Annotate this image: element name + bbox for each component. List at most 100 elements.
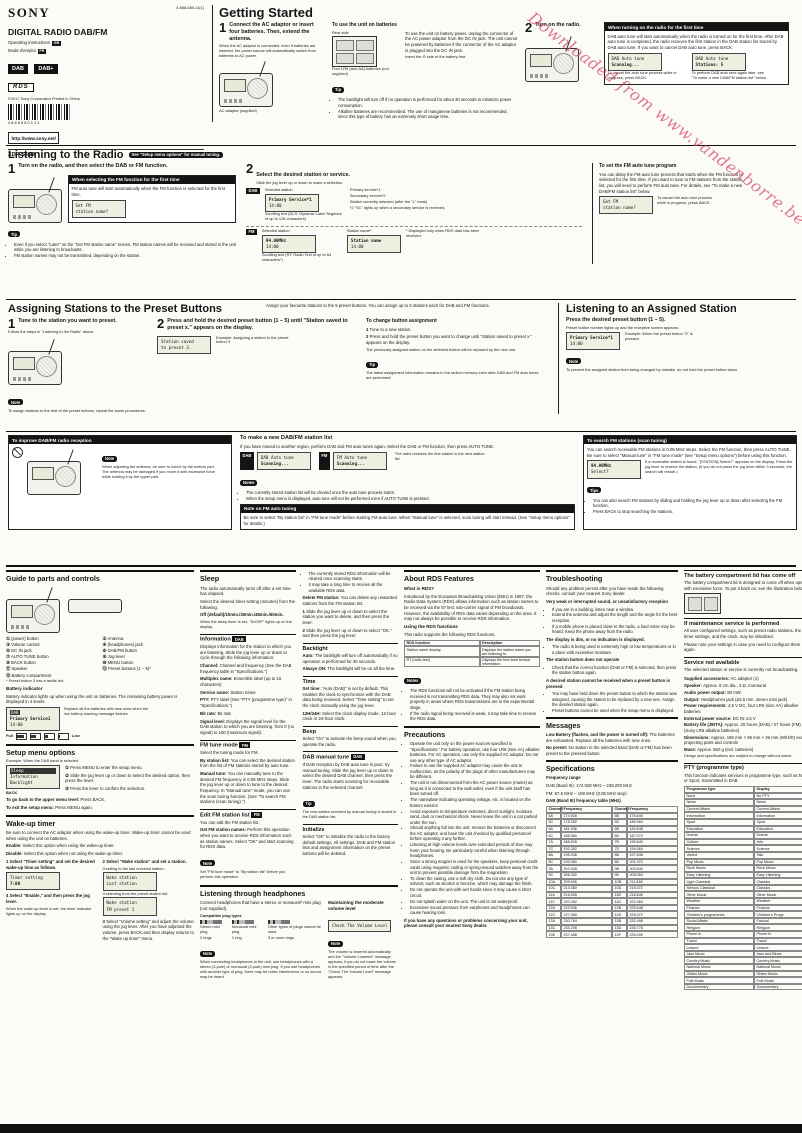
sleep-select: Select the desired timer setting (minute… <box>200 598 296 610</box>
step-number: 2 <box>246 161 254 176</box>
back-button-label: BACK <box>6 790 18 796</box>
battery-lid-illustration <box>684 593 721 615</box>
spec-details: Speaker: Approx. 8 cm dia., 4 Ω, monaura… <box>684 683 802 753</box>
section-assigning: Assigning Stations to the Preset Buttons… <box>8 303 548 414</box>
fm-scroll-caption: Scrolling text (RT: Radio Text of up to … <box>261 251 332 262</box>
setup-exit-note: Press MENU again. <box>55 804 93 810</box>
repeat-note: To assign stations to the rest of the pr… <box>8 407 146 413</box>
sleep-title: Sleep <box>200 570 296 583</box>
fm-autotune-paragraph: You can delay the FM auto tune process t… <box>599 171 743 194</box>
dab-tag: DAB <box>350 753 365 760</box>
step-number: 1 <box>8 316 16 331</box>
tips-list: Even if you select "Later" on the "Get F… <box>14 242 236 259</box>
rds-features-title: About RDS Features <box>404 570 540 583</box>
assigned-note: To prevent the assigned station from bei… <box>566 366 739 372</box>
rds-scan-notes: The currently stored RDS information wil… <box>309 571 399 593</box>
battery-indicator-title: Battery indicator <box>6 685 43 691</box>
battery-illustration <box>332 36 377 68</box>
battery-full-label: Full <box>6 732 13 738</box>
copyright: ©2017 Sony Corporation Printed in China <box>8 96 80 101</box>
barcode <box>8 103 70 120</box>
battery-low-label: Low <box>71 732 80 738</box>
delete-fm-desc: You can delete any unwanted stations fro… <box>302 595 397 606</box>
step-number: 2 <box>157 316 165 331</box>
change-step-1: Tune to a new station. <box>369 326 412 332</box>
sleep-indicator-note: When the sleep timer is set, "SLEEP" lig… <box>200 618 292 629</box>
dab-manual-tune-title: DAB manual tune <box>302 754 350 761</box>
tip-badge: Tip <box>8 231 21 238</box>
setup-back-note: Press BACK. <box>80 797 106 803</box>
fm-tag: FM <box>246 228 257 235</box>
three-rings-label: 3 or more rings <box>267 935 295 941</box>
station-name-caption: Station name* <box>346 227 372 233</box>
maintenance-paragraph-1: All user configured settings, such as pr… <box>684 628 802 640</box>
one-ring-label: 1 ring <box>231 935 242 941</box>
frequency-range-title: Frequency range <box>546 775 581 781</box>
change-step-2: Press and hold the preset button you wan… <box>366 334 532 345</box>
dabplus-logo: DAB+ <box>34 64 58 74</box>
wake-preset-caption: If selecting from the preset station lis… <box>102 890 168 896</box>
setup-step-3: Press the lever to confirm the selection… <box>70 786 146 792</box>
product-title: DIGITAL RADIO DAB/FM <box>8 27 108 37</box>
wake-intro: Be sure to connect the AC adaptor when u… <box>6 830 191 841</box>
rds-received-note: * Displayed only when RDS data has been … <box>405 227 480 238</box>
assigned-step: Press the desired preset button (1 – 5). <box>566 317 666 323</box>
lang-badge-fr: FR <box>37 49 46 54</box>
backlight-title: Backlight <box>302 643 398 652</box>
column-guide: Guide to parts and controls ① (power) bu… <box>6 570 194 1120</box>
dab-tag: DAB <box>240 452 254 471</box>
step-text: Select the desired station or service. <box>256 172 351 178</box>
parts-footnote: * Preset button 3 has a tactile dot. <box>6 677 65 683</box>
battery-level-icon <box>43 733 55 740</box>
tip-badge: Tip <box>332 86 345 93</box>
note-badge: Note <box>566 358 582 365</box>
secondary-service-caption: Secondary service*2 <box>349 192 386 198</box>
tip-badge: Tip <box>366 361 379 368</box>
station-selected-caption: Station currently selected (after the "L… <box>349 198 428 204</box>
tips-badge: Tips <box>587 487 602 494</box>
maintenance-title: If maintenance service is performed <box>684 618 802 627</box>
step-text: Press and hold the desired preset button… <box>167 318 348 331</box>
troubleshooting-intro: Should any problem persist after you hav… <box>546 585 664 597</box>
rear-side-label: Rear side <box>332 29 349 35</box>
mono-plug-label: Monaural mini plug <box>231 924 257 935</box>
delete-step-1: Slide the jog lever up or down to select… <box>302 608 390 625</box>
solutions-list: If you are in a building, listen near a … <box>552 607 678 635</box>
edit-fm-list-title: Edit FM station list <box>200 812 250 819</box>
step-text: Turn on the radio. <box>535 22 581 28</box>
symptom-station-button: The station button does not operate <box>546 657 620 663</box>
information-title: Information <box>200 636 231 643</box>
precautions-title: Precautions <box>404 725 540 739</box>
specifications-title: Specifications <box>546 759 678 773</box>
rds-logo: RDS <box>8 82 34 92</box>
dab-manual-tune-paragraph: If DAB reception by DAB auto tune is poo… <box>302 761 394 790</box>
new-list-title: To make a new DAB/FM station list <box>240 435 333 441</box>
column-right: The battery compartment lid has come off… <box>684 570 802 1120</box>
symptom-weak-sound: Very weak or interrupted sound, or unsat… <box>546 598 669 604</box>
edit-fm-paragraph: You can edit the FM station list. <box>200 819 260 825</box>
other-plugs-note: Other types of plugs cannot be used. <box>267 924 321 935</box>
first-time-paragraph: DAB auto tune will start automatically w… <box>607 33 784 50</box>
beep-title: Beep <box>302 726 398 735</box>
wake-step-3: Select "Volume setting" and adjust the v… <box>102 918 194 941</box>
assigned-example-caption: Example: When the preset button "3" is p… <box>625 330 693 341</box>
fm-tune-mode-title: FM tune mode <box>200 742 238 749</box>
radio-illustration <box>8 176 62 223</box>
battery-lid-paragraph: The battery compartment lid is designed … <box>684 580 802 591</box>
rds-notes-list: The RDS functions will not be activated … <box>410 688 540 721</box>
listening-title: Listening to the Radio <box>8 149 124 161</box>
autotune-again-note: To perform DAB auto tune again later, se… <box>691 69 767 80</box>
pty-paragraph: This function indicates services in prog… <box>684 772 802 784</box>
fm-tag: FM <box>318 452 330 471</box>
